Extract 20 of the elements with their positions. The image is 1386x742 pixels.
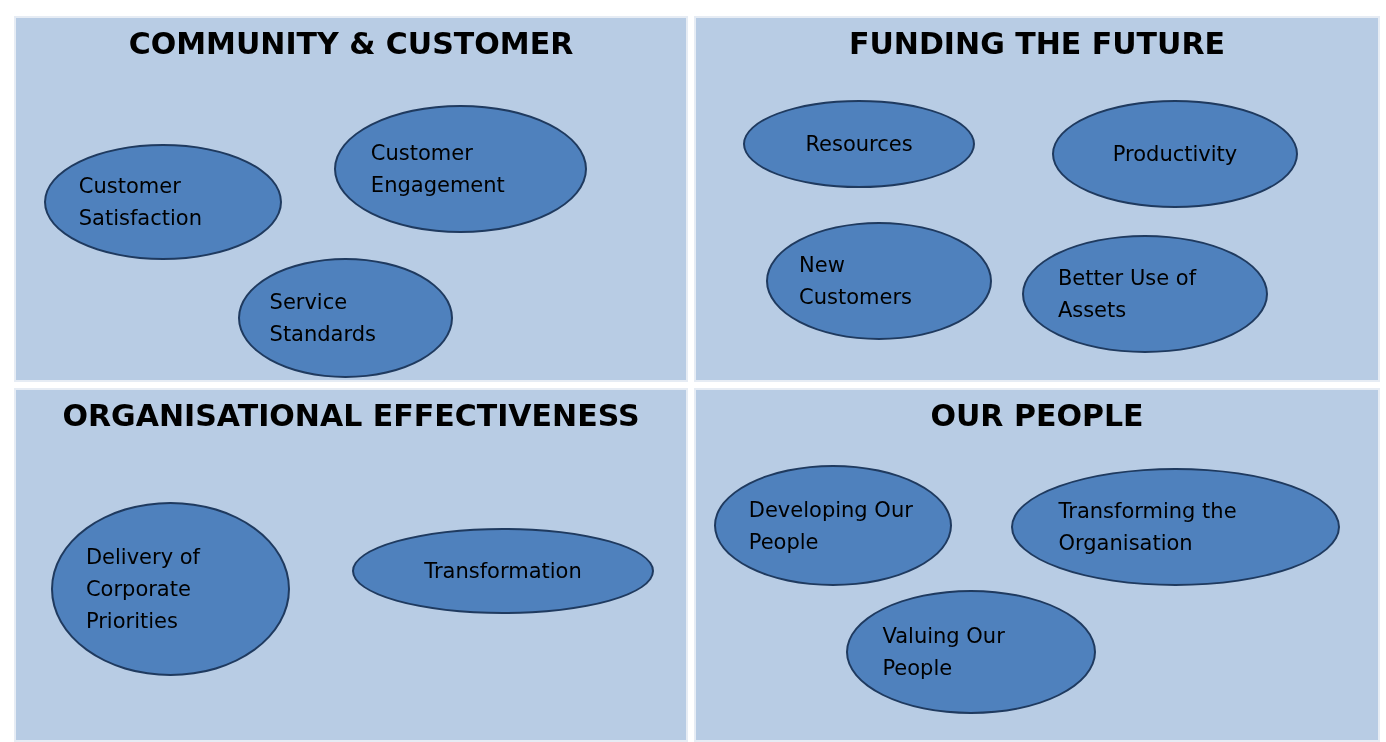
panel-heading: ORGANISATIONAL EFFECTIVENESS: [62, 398, 640, 433]
node-label: Customer Satisfaction: [78, 173, 203, 232]
node-label: Productivity: [1112, 141, 1238, 168]
node-label: Developing Our People: [748, 496, 914, 556]
node-label: Customer Engagement: [370, 140, 506, 199]
node-label: New Customers: [799, 252, 914, 311]
panel-heading: COMMUNITY & CUSTOMER: [128, 26, 574, 61]
quadrant-panel: [694, 16, 1380, 382]
node-label: Valuing Our People: [882, 623, 1006, 682]
panel-heading: FUNDING THE FUTURE: [849, 26, 1225, 61]
quadrant-panel: [14, 16, 688, 382]
node-label: Delivery of Corporate Priorities: [85, 544, 202, 635]
node-label: Service Standards: [269, 289, 378, 348]
node-label: Transforming the Organisation: [1058, 498, 1238, 557]
node-label: Resources: [805, 131, 913, 158]
panel-heading: OUR PEOPLE: [930, 398, 1144, 433]
quadrant-panel: [14, 388, 688, 742]
node-label: Better Use of Assets: [1057, 265, 1198, 324]
quadrant-panel: [694, 388, 1380, 742]
node-label: Transformation: [424, 558, 582, 585]
